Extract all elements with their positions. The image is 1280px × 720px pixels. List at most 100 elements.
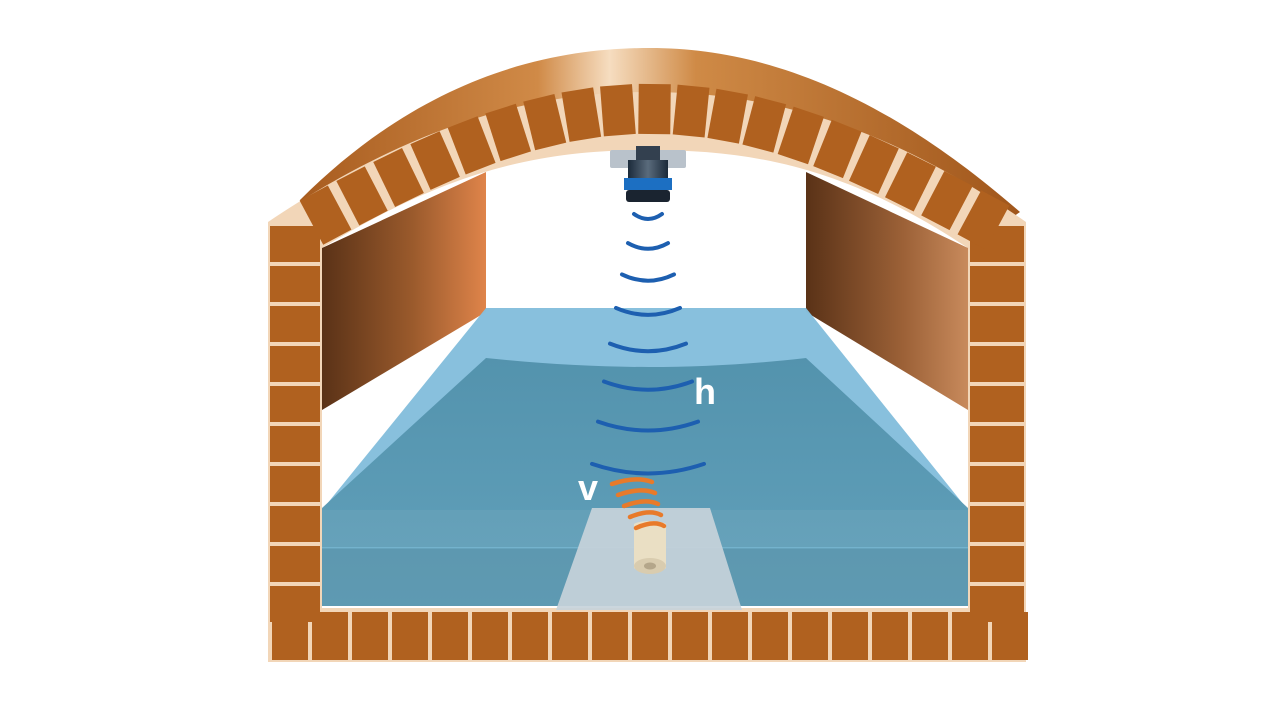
brick [970, 546, 1024, 582]
velocity-waves [609, 477, 667, 531]
brick [270, 466, 320, 502]
velocity-sensor-assembly [556, 477, 742, 610]
brick [970, 506, 1024, 542]
tunnel-interior [322, 172, 968, 410]
arch-brick [447, 116, 496, 175]
arch-brick-face [561, 87, 602, 142]
brick [472, 612, 508, 660]
brick [592, 612, 628, 660]
brick-tunnel [268, 48, 1028, 662]
arch-brick-face [410, 131, 460, 190]
arch-brick [707, 88, 748, 144]
arch-brick [813, 119, 862, 179]
brick [970, 266, 1024, 302]
vault-top-surface [300, 48, 1020, 248]
arch-brick-face [885, 152, 936, 212]
arch-brick-face [957, 190, 1010, 250]
arch-brick [849, 135, 899, 194]
brick [270, 546, 320, 582]
brick [270, 266, 320, 302]
brick [752, 612, 788, 660]
brick [632, 612, 668, 660]
arch-brick [885, 152, 936, 212]
velocity-wave-arc [615, 488, 658, 498]
brick [712, 612, 748, 660]
level-label: h [694, 371, 716, 412]
brick [392, 612, 428, 660]
arch-brick [638, 83, 671, 135]
brick [970, 346, 1024, 382]
arch-brick-face [447, 116, 496, 175]
brick [270, 386, 320, 422]
arch-brick-face [600, 84, 636, 137]
level-wave-arc [608, 341, 688, 354]
brick [270, 506, 320, 542]
arch-brick-face [638, 83, 671, 135]
arch-brick [485, 103, 532, 162]
arch-brick [523, 94, 567, 151]
arch-brick [921, 171, 973, 231]
arch-brick-face [485, 103, 532, 162]
level-wave-arc [632, 212, 664, 221]
velocity-wave-arc [609, 477, 655, 487]
level-wave-arc [602, 379, 694, 392]
arch-brick-face [707, 88, 748, 144]
arch-brick-face [777, 106, 824, 165]
level-waves [590, 212, 706, 476]
velocity-label: v [578, 467, 598, 508]
brick [432, 612, 468, 660]
arch-brick-face [299, 185, 352, 245]
arch-brick [672, 84, 710, 138]
brick [970, 466, 1024, 502]
velocity-wave-arc [633, 521, 667, 531]
arch-brick-face [373, 148, 424, 208]
brick [792, 612, 828, 660]
arch-brick-face [672, 84, 710, 138]
brick [832, 612, 868, 660]
brick [970, 386, 1024, 422]
brick [352, 612, 388, 660]
brick [272, 612, 308, 660]
velocity-sensor-icon [634, 521, 666, 574]
level-wave-arc [614, 305, 682, 317]
arch-brick-face [849, 135, 899, 194]
arch-brick-face [921, 171, 973, 231]
ultrasonic-level-sensor-icon [610, 146, 686, 202]
brick [970, 306, 1024, 342]
arch-brick-face [742, 96, 787, 153]
level-wave-arc [626, 241, 670, 251]
brick [312, 612, 348, 660]
level-wave-arc [620, 272, 676, 283]
brick [672, 612, 708, 660]
arch-brick [600, 84, 636, 137]
arch-brick [336, 166, 388, 226]
arch-brick-face [336, 166, 388, 226]
brick [270, 226, 320, 262]
brick [970, 426, 1024, 462]
brick [270, 346, 320, 382]
left-side-wall [322, 172, 486, 410]
velocity-wave-arc [621, 499, 661, 509]
arch-brick [957, 190, 1010, 250]
arch-brick [373, 148, 424, 208]
arch-brick [410, 131, 460, 190]
level-wave-arc [596, 419, 700, 433]
brick [270, 426, 320, 462]
arch-brick [561, 87, 602, 142]
arch-brick-face [523, 94, 567, 151]
brick [872, 612, 908, 660]
right-side-wall [806, 172, 968, 410]
brick [512, 612, 548, 660]
brick [552, 612, 588, 660]
arch-brick [299, 185, 352, 245]
arch-brick [742, 96, 787, 153]
brick [912, 612, 948, 660]
level-wave-arc [590, 461, 706, 476]
brick [270, 306, 320, 342]
arch-brick [777, 106, 824, 165]
bricks [270, 83, 1028, 660]
arch-brick-face [813, 119, 862, 179]
brick [952, 612, 988, 660]
brick [992, 612, 1028, 660]
